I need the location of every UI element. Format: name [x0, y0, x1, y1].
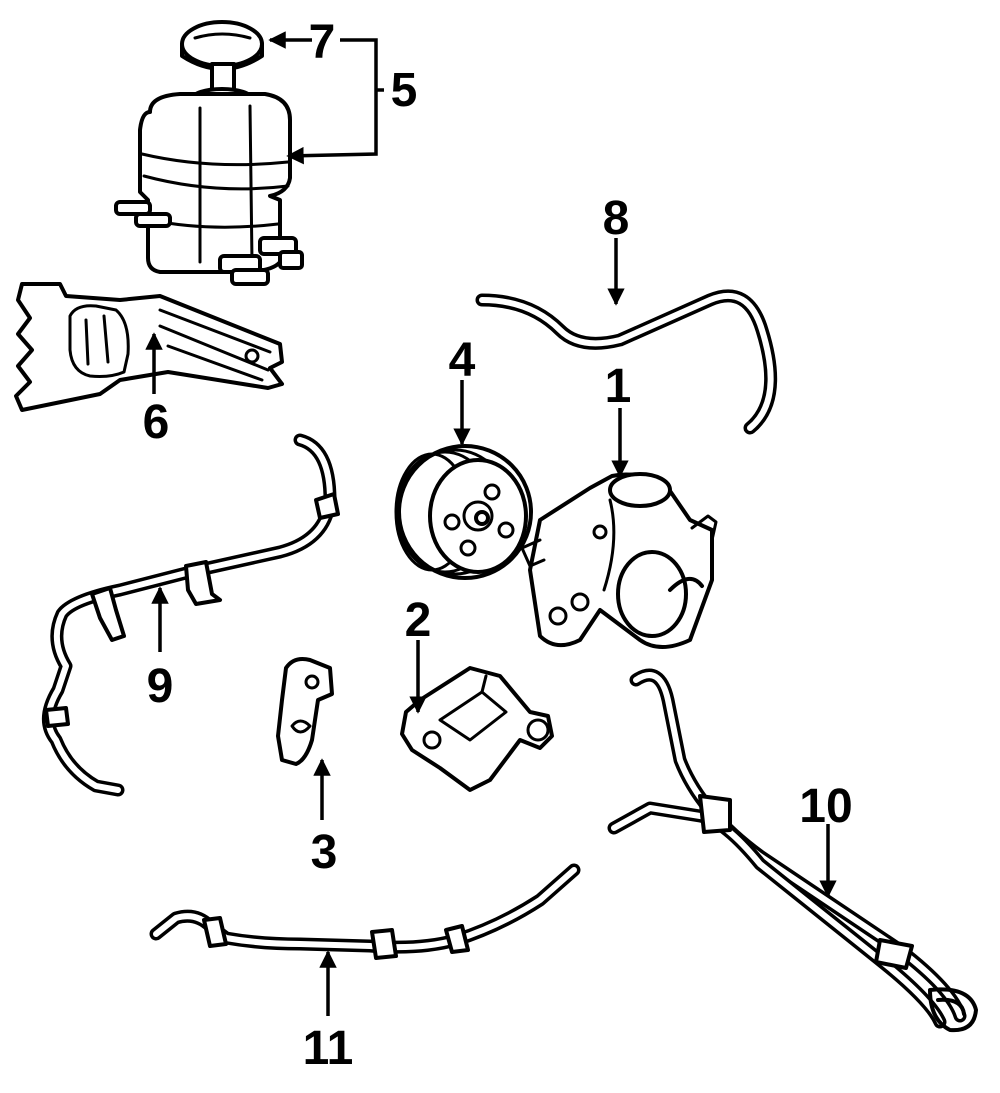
callout-9: 9: [147, 660, 174, 713]
callout-2: 2: [405, 594, 432, 647]
leader-lines: [145, 31, 837, 1016]
callout-7: 7: [309, 16, 336, 69]
callout-5: 5: [391, 64, 418, 117]
reservoir-cap: [180, 20, 264, 96]
bracket-plate: [276, 657, 334, 766]
hose-bottom: [149, 863, 581, 960]
reservoir-bracket: [14, 282, 284, 412]
callout-4: 4: [449, 334, 476, 387]
hose-right: [607, 668, 978, 1033]
callout-1: 1: [605, 360, 632, 413]
callout-10: 10: [799, 780, 852, 833]
pump-pulley: [394, 444, 533, 580]
callout-8: 8: [603, 192, 630, 245]
callout-6: 6: [143, 396, 170, 449]
power-steering-pump: [520, 472, 718, 649]
callout-11: 11: [303, 1022, 354, 1075]
callout-3: 3: [311, 826, 338, 879]
hose-upper: [475, 289, 778, 435]
pump-bracket: [400, 666, 554, 792]
reservoir-tank: [114, 87, 304, 286]
hose-left: [42, 433, 340, 797]
